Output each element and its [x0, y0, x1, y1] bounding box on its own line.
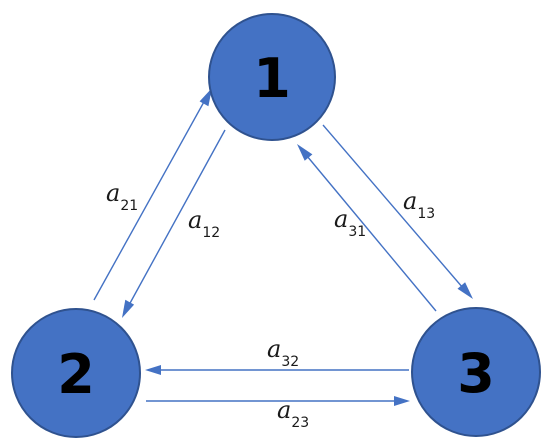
edge-a12 [122, 129, 226, 318]
edge-label-a23: a23 [277, 396, 309, 431]
node-3: 3 [411, 307, 541, 437]
node-2-label: 2 [57, 343, 95, 406]
edge-label-a32-symbol: a [267, 335, 281, 363]
edge-label-a13-subscript: 13 [417, 206, 435, 222]
edge-label-a32-subscript: 32 [281, 354, 299, 370]
edge-a21 [93, 88, 212, 301]
node-1: 1 [208, 13, 336, 141]
edge-label-a21: a21 [106, 179, 138, 214]
edge-label-a13-symbol: a [403, 187, 417, 215]
edge-label-a32: a32 [267, 335, 299, 370]
edge-a13 [322, 124, 473, 299]
edge-label-a31-subscript: 31 [348, 224, 366, 240]
node-1-label: 1 [253, 47, 291, 110]
edge-label-a31-symbol: a [334, 205, 348, 233]
node-3-label: 3 [457, 342, 495, 405]
node-3-circle [411, 307, 541, 437]
edge-label-a23-symbol: a [277, 396, 291, 424]
edge-label-a12-symbol: a [188, 206, 202, 234]
node-2-circle [11, 308, 141, 438]
edge-a32 [145, 365, 409, 375]
edge-label-a31: a31 [334, 205, 366, 240]
node-1-circle [208, 13, 336, 141]
edge-label-a23-subscript: 23 [291, 415, 309, 431]
edge-a23 [146, 396, 410, 406]
edge-label-a12-subscript: 12 [202, 225, 220, 241]
edge-label-a21-subscript: 21 [120, 198, 138, 214]
node-2: 2 [11, 308, 141, 438]
edge-label-a12: a12 [188, 206, 220, 241]
edge-label-a21-symbol: a [106, 179, 120, 207]
edge-label-a13: a13 [403, 187, 435, 222]
edge-a31 [297, 144, 437, 312]
